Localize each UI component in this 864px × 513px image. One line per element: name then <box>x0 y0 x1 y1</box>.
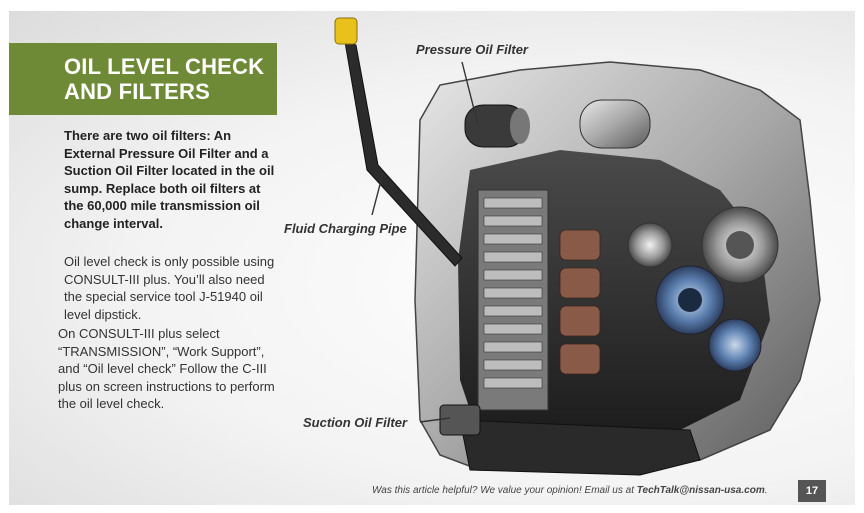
consult-paragraph: Oil level check is only possible using C… <box>64 254 275 322</box>
fluid-charging-pipe <box>344 41 463 267</box>
callout-fluid-charging-pipe: Fluid Charging Pipe <box>284 221 407 236</box>
page-title: OIL LEVEL CHECK AND FILTERS <box>64 54 264 104</box>
page-number: 17 <box>798 480 826 502</box>
oil-pan <box>459 419 701 476</box>
title-line-2: AND FILTERS <box>64 79 211 104</box>
suction-filter-leader <box>419 417 451 423</box>
pressure-filter-leader <box>461 61 479 126</box>
footer-text: Was this article helpful? We value your … <box>372 485 634 496</box>
intro-bold-paragraph: There are two oil filters: An External P… <box>64 128 275 231</box>
footer-end: . <box>764 485 768 496</box>
steps-paragraph: On CONSULT-III plus select “TRANSMISSION… <box>58 326 275 411</box>
title-banner: OIL LEVEL CHECK AND FILTERS <box>9 43 277 115</box>
footer-feedback: Was this article helpful? We value your … <box>372 485 768 496</box>
callout-pressure-oil-filter: Pressure Oil Filter <box>416 42 528 57</box>
footer-email-link[interactable]: TechTalk@nissan-usa.com <box>636 485 765 496</box>
callout-suction-oil-filter: Suction Oil Filter <box>303 415 408 430</box>
suction-oil-filter <box>439 404 481 436</box>
dipstick-cap <box>334 17 358 45</box>
title-line-1: OIL LEVEL CHECK <box>64 54 265 79</box>
valve-body <box>477 189 549 411</box>
charging-pipe-leader <box>371 172 384 216</box>
clutch-drum <box>708 318 762 372</box>
